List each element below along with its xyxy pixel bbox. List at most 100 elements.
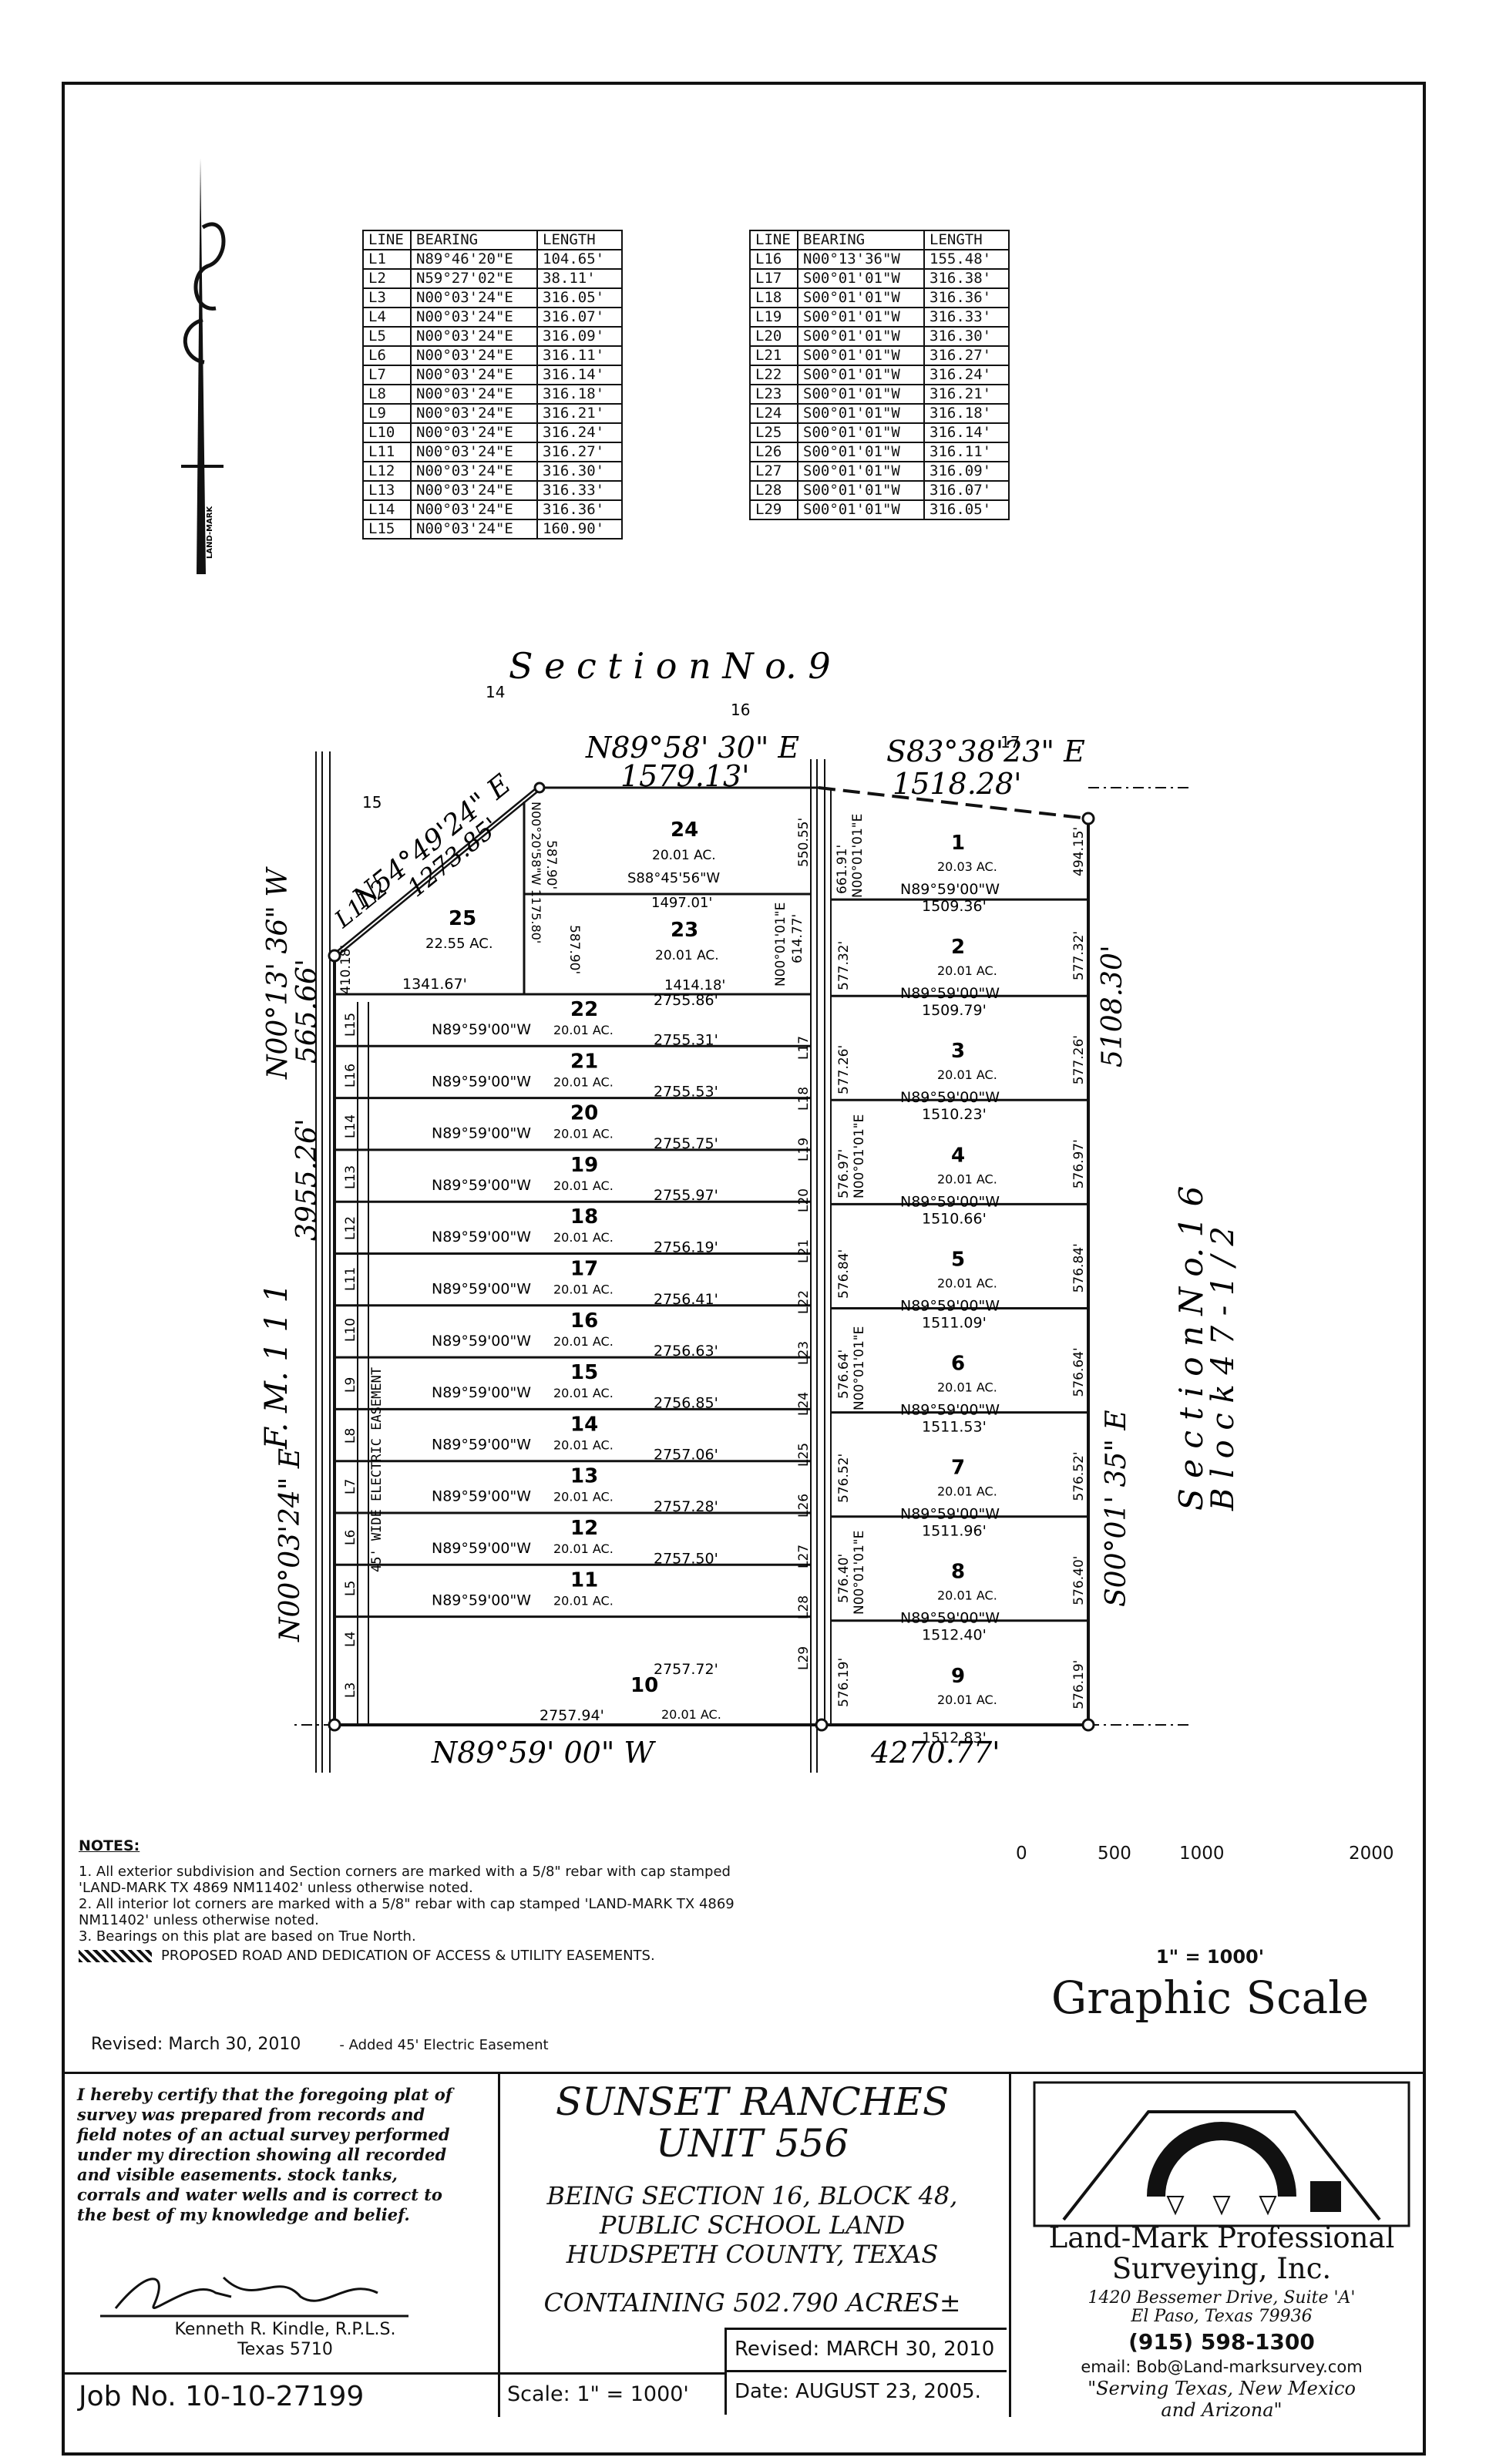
lot-bearing: N89°59'00"W — [432, 1436, 531, 1453]
cell-bearing: S00°01'01"W — [797, 422, 925, 443]
cell-bearing: N00°03'24"E — [410, 519, 538, 540]
north-bearing-2: S83°38'23" E — [886, 734, 1085, 768]
fm-label: F. M. 1 1 1 — [259, 1283, 294, 1450]
company-email: email: Bob@Land-marksurvey.com — [1081, 2358, 1363, 2376]
lot-number: 9 — [951, 1665, 965, 1688]
mid-label: 661.91' — [835, 845, 850, 894]
legend-line: PROPOSED ROAD AND DEDICATION OF ACCESS &… — [79, 1948, 772, 1964]
lot-acres: 20.01 AC. — [553, 1490, 614, 1504]
lot-east-dist: 577.26' — [1071, 1035, 1087, 1084]
cell-bearing: N00°03'24"E — [410, 461, 538, 482]
lot-bearing: N89°59'00"W — [900, 1610, 1000, 1627]
lot-dist: 1511.09' — [922, 1314, 987, 1331]
date-box: Date: AUGUST 23, 2005. — [724, 2370, 1007, 2415]
lot-dist: 1510.66' — [922, 1210, 987, 1227]
mid-label: N00°01'01"E — [852, 1114, 867, 1198]
south-dist: 4270.77' — [870, 1736, 1000, 1770]
table-header-row: LINE BEARING LENGTH — [749, 230, 1010, 250]
lot-bearing: N89°59'00"W — [432, 1488, 531, 1505]
cell-line: L11 — [362, 442, 412, 462]
cell-bearing: S00°01'01"W — [797, 384, 925, 405]
line-label: L26 — [796, 1494, 812, 1518]
containing-acres: CONTAINING 502.790 ACRES± — [543, 2288, 961, 2318]
lot-acres: 20.01 AC. — [937, 1380, 997, 1395]
lot-dist: 2755.86' — [654, 992, 718, 1009]
cell-length: 316.14' — [536, 365, 623, 385]
cell-bearing: N00°03'24"E — [410, 307, 538, 328]
lot-east-dist: 576.52' — [1071, 1451, 1087, 1501]
lot-east-dist: 576.97' — [1071, 1139, 1087, 1188]
cell-length: 316.38' — [923, 268, 1010, 289]
cell-bearing: S00°01'01"W — [797, 365, 925, 385]
lot-bearing: N89°59'00"W — [432, 1384, 531, 1401]
lot-number: 17 — [570, 1258, 598, 1281]
lot-24-number: 24 — [671, 819, 698, 842]
line-label: L7 — [343, 1479, 358, 1494]
lot-dist: 2757.06' — [654, 1447, 718, 1464]
lot-acres: 20.01 AC. — [553, 1334, 614, 1349]
lot-bearing: N89°59'00"W — [900, 1506, 1000, 1523]
lot-bearing: N89°59'00"W — [900, 1297, 1000, 1314]
date-text: Date: AUGUST 23, 2005. — [735, 2380, 981, 2403]
cell-bearing: S00°01'01"W — [797, 442, 925, 462]
lot-number: 7 — [951, 1457, 965, 1480]
cell-length: 316.21' — [536, 403, 623, 424]
line-label: L8 — [343, 1428, 358, 1444]
line-label: L4 — [343, 1632, 358, 1647]
col-line: LINE — [362, 230, 412, 250]
cell-line: L3 — [362, 287, 412, 308]
cell-length: 316.11' — [536, 345, 623, 366]
revised-box-text: Revised: MARCH 30, 2010 — [735, 2338, 995, 2361]
line-label: L27 — [796, 1545, 812, 1568]
mid-label: 550.55' — [796, 818, 812, 867]
cell-length: 316.21' — [923, 384, 1010, 405]
lot-23-acres: 20.01 AC. — [655, 948, 719, 963]
corner-15: 15 — [362, 793, 382, 812]
lot-bearing: N89°59'00"W — [432, 1177, 531, 1194]
revision-note: Revised: March 30, 2010- Added 45' Elect… — [91, 2035, 549, 2054]
surveyor-line-2: Texas 5710 — [237, 2340, 333, 2359]
lot-bearing: N89°59'00"W — [900, 985, 1000, 1002]
lot-number: 11 — [570, 1568, 598, 1592]
cell-bearing: S00°01'01"W — [797, 287, 925, 308]
cell-line: L5 — [362, 326, 412, 347]
lot-bearing: N89°59'00"W — [900, 1193, 1000, 1210]
cell-bearing: N00°03'24"E — [410, 442, 538, 462]
line-label: L11 — [343, 1267, 358, 1291]
cell-line: L23 — [749, 384, 798, 405]
lot-10-dist: 2757.94' — [540, 1707, 604, 1724]
lot-dist: 1512.83' — [922, 1730, 987, 1746]
cell-bearing: N00°03'24"E — [410, 345, 538, 366]
desc-line-3: HUDSPETH COUNTY, TEXAS — [566, 2240, 939, 2269]
line-label: L16 — [343, 1064, 358, 1087]
lot-24-bearing: S88°45'56"W — [627, 870, 720, 886]
line-label: L18 — [796, 1087, 812, 1111]
lot-23-dist: 1414.18' — [664, 977, 725, 993]
mid-label: 576.97' — [836, 1149, 852, 1198]
lot-acres: 20.01 AC. — [553, 1230, 614, 1245]
cell-bearing: N00°03'24"E — [410, 326, 538, 347]
lot-25-side: 410.18' — [338, 945, 354, 994]
cell-bearing: N59°27'02"E — [410, 268, 538, 289]
easement-label: 45' WIDE ELECTRIC EASEMENT — [369, 1367, 385, 1572]
lot-23-side-b: 587.90' — [566, 925, 582, 974]
lot-number: 13 — [570, 1465, 598, 1488]
north-dist-1: 1579.13' — [620, 759, 750, 793]
lot-bearing: N89°59'00"W — [432, 1073, 531, 1090]
lot-10-number: 10 — [630, 1674, 658, 1697]
lot-25-number: 25 — [449, 907, 476, 930]
lot-acres: 20.01 AC. — [553, 1386, 614, 1400]
cell-bearing: N00°03'24"E — [410, 365, 538, 385]
